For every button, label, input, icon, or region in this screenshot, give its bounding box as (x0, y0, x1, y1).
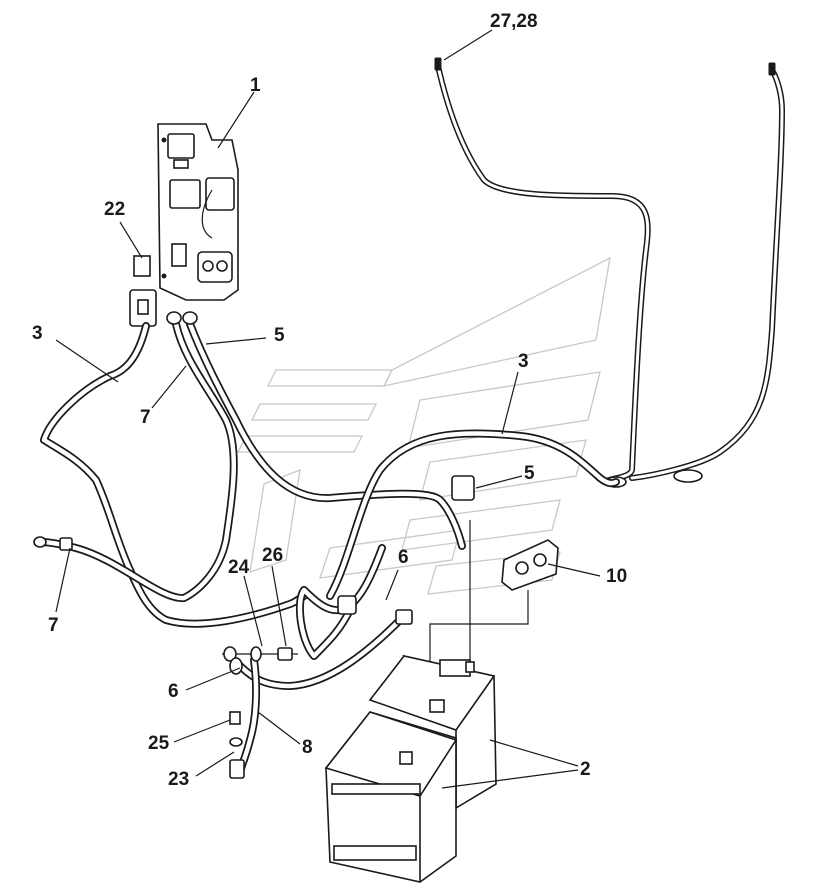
electrical-panel (157, 123, 239, 301)
leader-lines (55, 29, 601, 789)
cable-3-right (326, 429, 620, 600)
cable-3-left (40, 322, 308, 628)
small-hardware (222, 646, 298, 779)
callout-1: 1 (250, 75, 261, 96)
callout-26: 26 (262, 545, 284, 566)
watermark-logo (236, 256, 611, 595)
callout-2: 2 (580, 759, 591, 780)
callout-7-upper: 7 (140, 407, 151, 428)
callout-7-lower: 7 (48, 615, 59, 636)
cable-6-upper (295, 544, 386, 660)
callout-25: 25 (148, 733, 170, 754)
fuse-holder-22 (129, 255, 157, 327)
callout-5-top: 5 (274, 325, 285, 346)
callout-23: 23 (168, 769, 190, 790)
callout-6-upper: 6 (398, 547, 409, 568)
cable-5 (166, 311, 475, 550)
callout-22: 22 (104, 199, 126, 220)
callout-5-mid: 5 (524, 463, 535, 484)
callout-8: 8 (302, 737, 313, 758)
cable-27-28 (434, 57, 785, 488)
callout-3-left: 3 (32, 323, 43, 344)
callout-24: 24 (228, 557, 250, 578)
callout-10: 10 (606, 566, 628, 587)
cable-7 (33, 320, 238, 602)
callout-6-lower: 6 (168, 681, 179, 702)
batteries (324, 654, 497, 883)
callout-27-28: 27,28 (490, 11, 538, 32)
callout-3-right: 3 (518, 351, 529, 372)
